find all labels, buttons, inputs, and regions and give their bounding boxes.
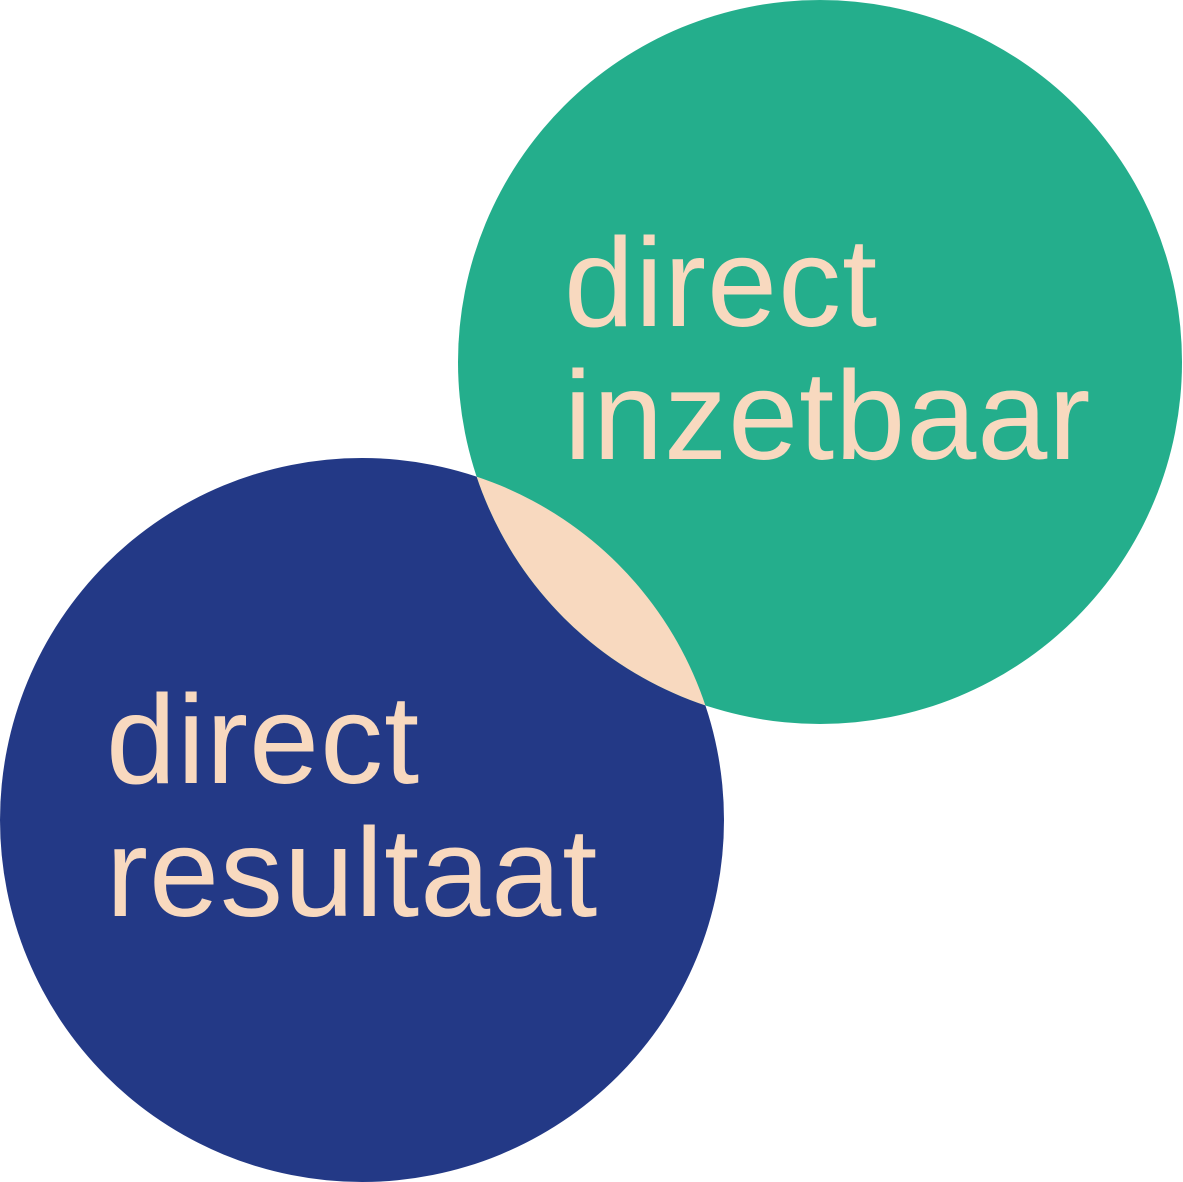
label-resultaat: resultaat: [106, 802, 598, 943]
label-direct-top: direct: [564, 212, 878, 353]
label-direct-bottom: direct: [106, 669, 420, 810]
circle-direct-inzetbaar: [458, 0, 1182, 724]
circle-direct-resultaat: [0, 458, 724, 1182]
label-inzetbaar: inzetbaar: [564, 345, 1091, 486]
